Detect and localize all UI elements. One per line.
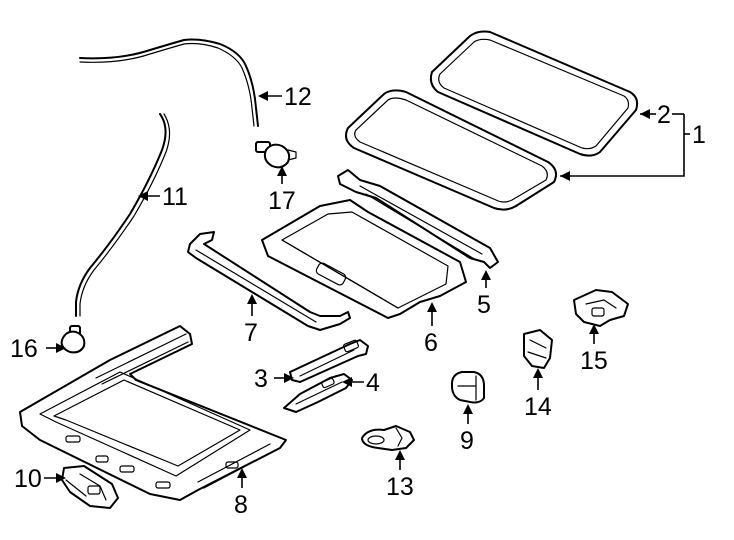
- part-6-sunshade-frame[interactable]: [261, 199, 467, 319]
- callout-6: 6: [424, 329, 438, 357]
- part-11-drain-hose[interactable]: [75, 113, 171, 317]
- part-12-drain-hose[interactable]: [79, 38, 259, 127]
- callout-17: 17: [268, 187, 296, 215]
- part-10-sunroof-motor[interactable]: [61, 465, 119, 509]
- part-1-glass-panel[interactable]: [345, 89, 557, 211]
- part-3-guide-rail[interactable]: [289, 339, 369, 383]
- part-16-hose-connector[interactable]: [60, 325, 86, 354]
- callout-4: 4: [366, 369, 380, 397]
- callout-16: 16: [10, 335, 38, 363]
- callout-7: 7: [244, 319, 258, 347]
- part-15-bracket[interactable]: [573, 289, 629, 327]
- callout-9: 9: [460, 427, 474, 455]
- part-17-hose-connector[interactable]: [255, 141, 297, 169]
- part-2-glass-seal[interactable]: [429, 30, 639, 157]
- callout-15: 15: [580, 347, 608, 375]
- part-5-front-deflector[interactable]: [337, 169, 499, 269]
- callout-11: 11: [162, 183, 188, 211]
- callout-2: 2: [657, 101, 671, 129]
- callout-10: 10: [14, 465, 42, 493]
- part-14-clip[interactable]: [523, 329, 553, 369]
- callout-14: 14: [524, 393, 552, 421]
- callout-labels: 1 2 3 4 5 6 7 8 9 10 11 12 13 14 15 16 1…: [10, 83, 706, 519]
- callout-1: 1: [692, 121, 706, 149]
- callout-3: 3: [254, 365, 268, 393]
- part-9-bumper-stop[interactable]: [451, 371, 485, 404]
- part-13-bracket[interactable]: [361, 425, 415, 451]
- callout-12: 12: [284, 83, 312, 111]
- part-8-roof-frame[interactable]: [19, 325, 287, 501]
- part-7-wind-deflector[interactable]: [187, 231, 351, 331]
- callout-8: 8: [234, 491, 248, 519]
- arrow-tips: [56, 91, 650, 483]
- callout-13: 13: [386, 473, 414, 501]
- callout-5: 5: [477, 291, 491, 319]
